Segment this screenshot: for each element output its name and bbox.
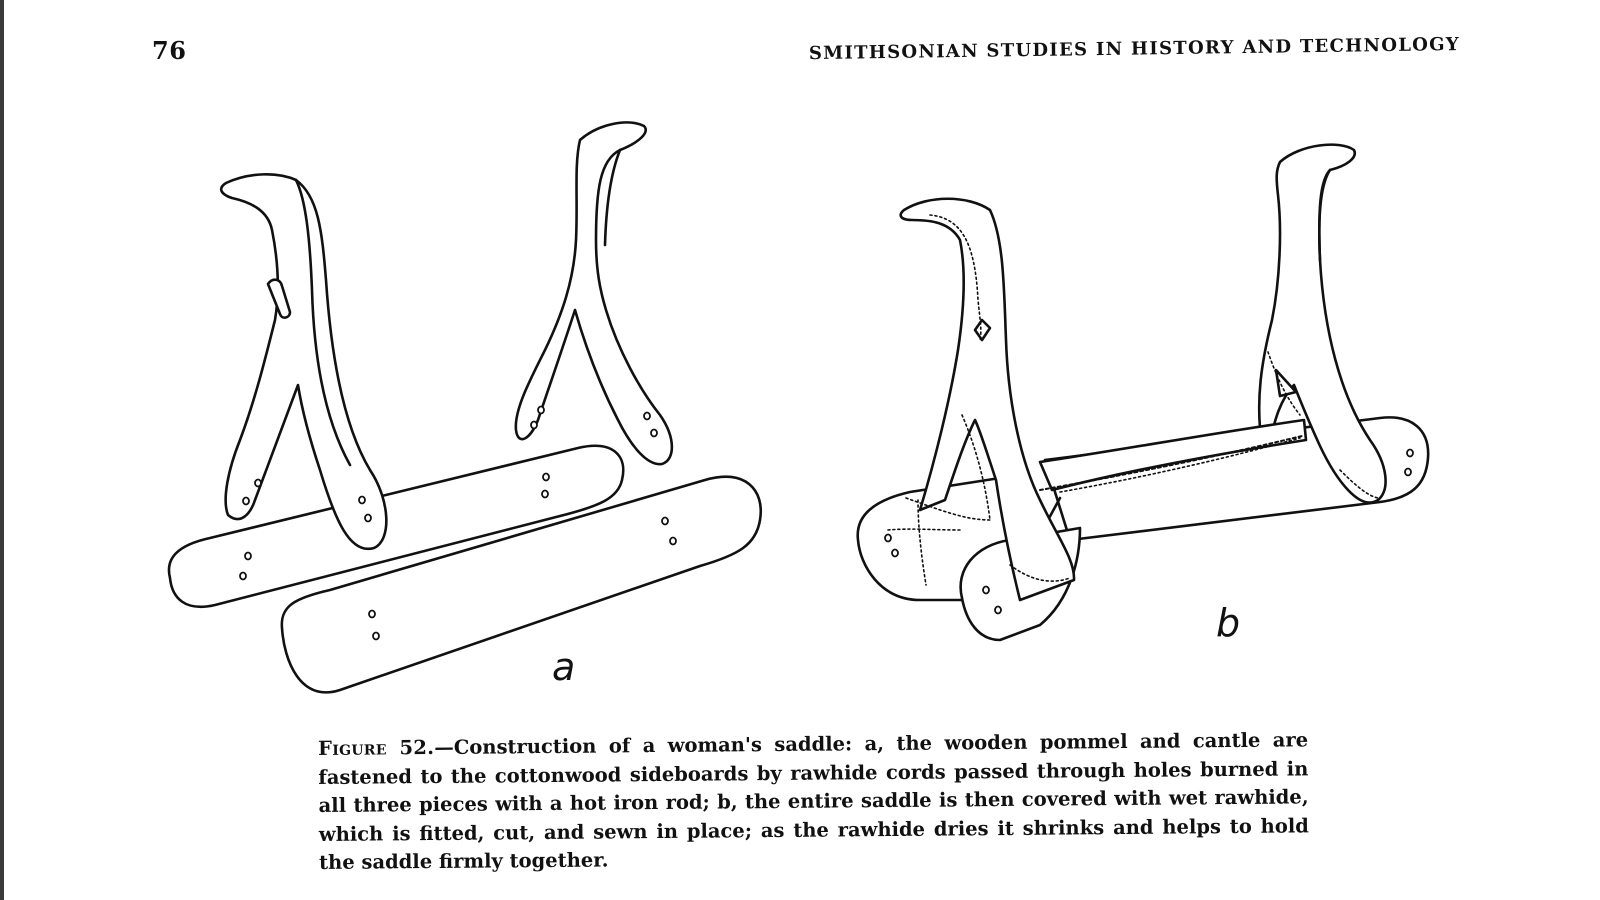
panel-a-label: a (552, 645, 575, 689)
panel-b-label: b (1216, 601, 1240, 645)
panel-a-pommel (219, 173, 388, 551)
panel-a-holes (239, 405, 677, 641)
page-edge-rule (0, 0, 4, 900)
page-number: 76 (152, 36, 187, 65)
panel-a-cantle (514, 121, 674, 466)
panel-a-peg (266, 278, 292, 319)
panel-a-drawing (167, 121, 763, 694)
figure-label: Figure 52. (318, 735, 435, 760)
panel-b-holes (884, 448, 1414, 615)
panel-b-pommel (899, 197, 1076, 602)
saddle-illustration: a b (167, 121, 1430, 694)
panel-a-back-sideboard (167, 444, 625, 609)
running-header: SMITHSONIAN STUDIES IN HISTORY AND TECHN… (808, 34, 1461, 65)
panel-a-front-sideboard (280, 475, 763, 694)
panel-b-stitching (887, 214, 1379, 586)
figure-caption: Figure 52.—Construction of a woman's sad… (318, 726, 1309, 877)
saddle-construction-figure: a b (150, 100, 1450, 720)
caption-text: —Construction of a woman's saddle: a, th… (318, 728, 1309, 874)
panel-b-seat-bar (1038, 418, 1308, 492)
panel-b-drawing (856, 143, 1430, 642)
